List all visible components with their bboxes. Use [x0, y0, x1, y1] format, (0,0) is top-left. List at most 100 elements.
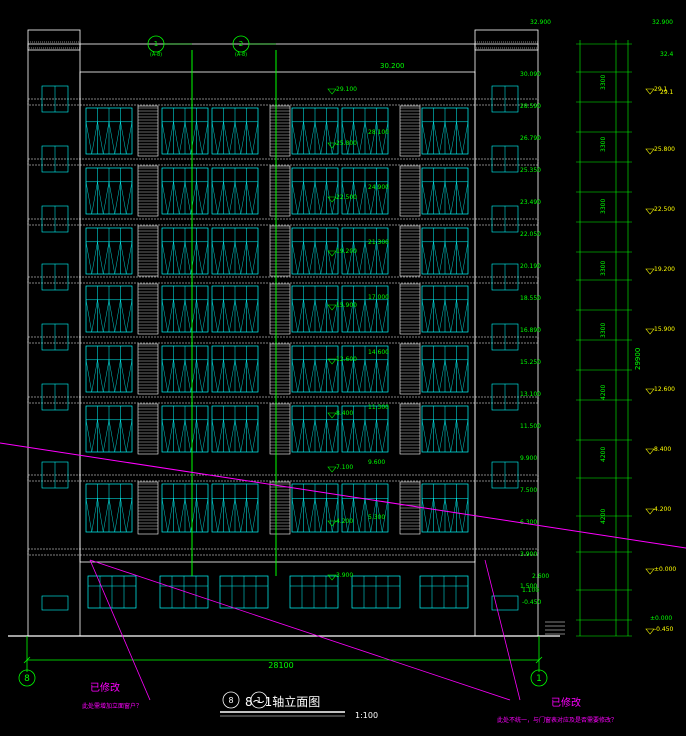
annotation-left-note: 此处需增加立面窗户？	[82, 702, 142, 710]
window-swing	[456, 419, 469, 453]
window-swing	[364, 121, 377, 155]
window-swing	[291, 299, 304, 333]
window-swing	[97, 181, 110, 215]
right-level-mark: 30.090	[520, 71, 541, 78]
window-swing	[291, 181, 304, 215]
window-swing	[173, 181, 186, 215]
far-right-triangle	[645, 508, 655, 515]
right-level-mark: 28.590	[520, 103, 541, 110]
annotation-right-title: 已修改	[551, 696, 581, 709]
window-swing	[120, 181, 133, 215]
window-swing	[108, 299, 121, 333]
window-swing	[108, 359, 121, 393]
window-swing	[246, 121, 259, 155]
louver-frame	[269, 165, 291, 217]
right-level-mark: 26.790	[520, 135, 541, 142]
window-swing	[364, 419, 377, 453]
inner-level-mark: 5.300	[368, 514, 385, 521]
window-swing	[161, 299, 174, 333]
louver-frame	[399, 283, 421, 335]
inner-level-mark: 17.000	[368, 294, 389, 301]
window-swing	[246, 419, 259, 453]
roof-mark: 29.1	[660, 89, 674, 96]
floor-band	[27, 336, 539, 344]
annotation-leader-mid	[89, 559, 511, 701]
window-swing	[196, 498, 209, 533]
window-swing	[376, 359, 389, 393]
inner-level-mark: 9.600	[368, 459, 385, 466]
right-level-mark: 18.550	[520, 295, 541, 302]
window-swing	[326, 121, 339, 155]
window-swing	[196, 241, 209, 275]
overall-height-label: 30.200	[380, 62, 405, 70]
window-swing	[173, 419, 186, 453]
floor-level-mark: 15.900	[336, 302, 357, 309]
window-swing	[184, 241, 197, 275]
window-swing	[211, 181, 224, 215]
far-right-triangle	[645, 388, 655, 395]
window-swing	[433, 121, 446, 155]
window-swing	[120, 241, 133, 275]
window-swing	[444, 359, 457, 393]
right-level-mark: 15.250	[520, 359, 541, 366]
far-right-triangle	[645, 628, 655, 635]
far-right-level-mark: 25.800	[654, 146, 675, 153]
top-level-mark: 32.4	[660, 51, 674, 58]
floor-level-mark: 4.200	[336, 518, 353, 525]
window-swing	[85, 498, 98, 533]
far-right-triangle	[645, 148, 655, 155]
window-swing	[97, 359, 110, 393]
right-dim-label: 3300	[600, 199, 607, 214]
window-swing	[161, 121, 174, 155]
window-swing	[303, 299, 316, 333]
window-swing	[353, 498, 366, 533]
window-swing	[196, 181, 209, 215]
right-level-mark: 7.500	[520, 487, 537, 494]
floor-band	[27, 158, 539, 166]
window-swing	[291, 241, 304, 275]
window-swing	[376, 121, 389, 155]
window-swing	[85, 299, 98, 333]
level-triangle	[327, 196, 337, 203]
right-level-mark: 9.900	[520, 455, 537, 462]
far-right-triangle	[645, 88, 655, 95]
floor-band	[27, 218, 539, 226]
window-swing	[421, 419, 434, 453]
dim-tick	[535, 656, 543, 664]
ground-level-mark: 1.100	[522, 587, 539, 594]
window-swing	[444, 121, 457, 155]
level-triangle	[327, 358, 337, 365]
window-swing	[433, 498, 446, 533]
top-level-mark: 32.900	[530, 19, 551, 26]
window-swing	[353, 121, 366, 155]
window-swing	[120, 359, 133, 393]
window-swing	[326, 498, 339, 533]
right-dim-label: 4200	[600, 509, 607, 524]
louver-frame	[269, 105, 291, 157]
window-swing	[120, 121, 133, 155]
level-triangle	[327, 574, 337, 581]
window-swing	[291, 419, 304, 453]
window-swing	[303, 181, 316, 215]
louver-frame	[399, 343, 421, 395]
main-block	[79, 71, 476, 563]
window-swing	[97, 419, 110, 453]
window-swing	[291, 498, 304, 533]
level-triangle	[327, 412, 337, 419]
window-swing	[376, 419, 389, 453]
window-swing	[246, 359, 259, 393]
louver-frame	[269, 225, 291, 277]
far-right-level-mark: -0.450	[654, 626, 674, 633]
window-swing	[364, 241, 377, 275]
ground-side-window	[41, 595, 69, 611]
window-swing	[341, 181, 354, 215]
window-swing	[326, 241, 339, 275]
window-swing	[364, 299, 377, 333]
ground-level-mark: -0.450	[522, 599, 542, 606]
window-swing	[421, 241, 434, 275]
floor-band	[27, 396, 539, 404]
window-swing	[444, 299, 457, 333]
far-right-level-mark: 4.200	[654, 506, 671, 513]
drawing-title: 8～1轴立面图	[245, 694, 320, 709]
window-swing	[376, 498, 389, 533]
